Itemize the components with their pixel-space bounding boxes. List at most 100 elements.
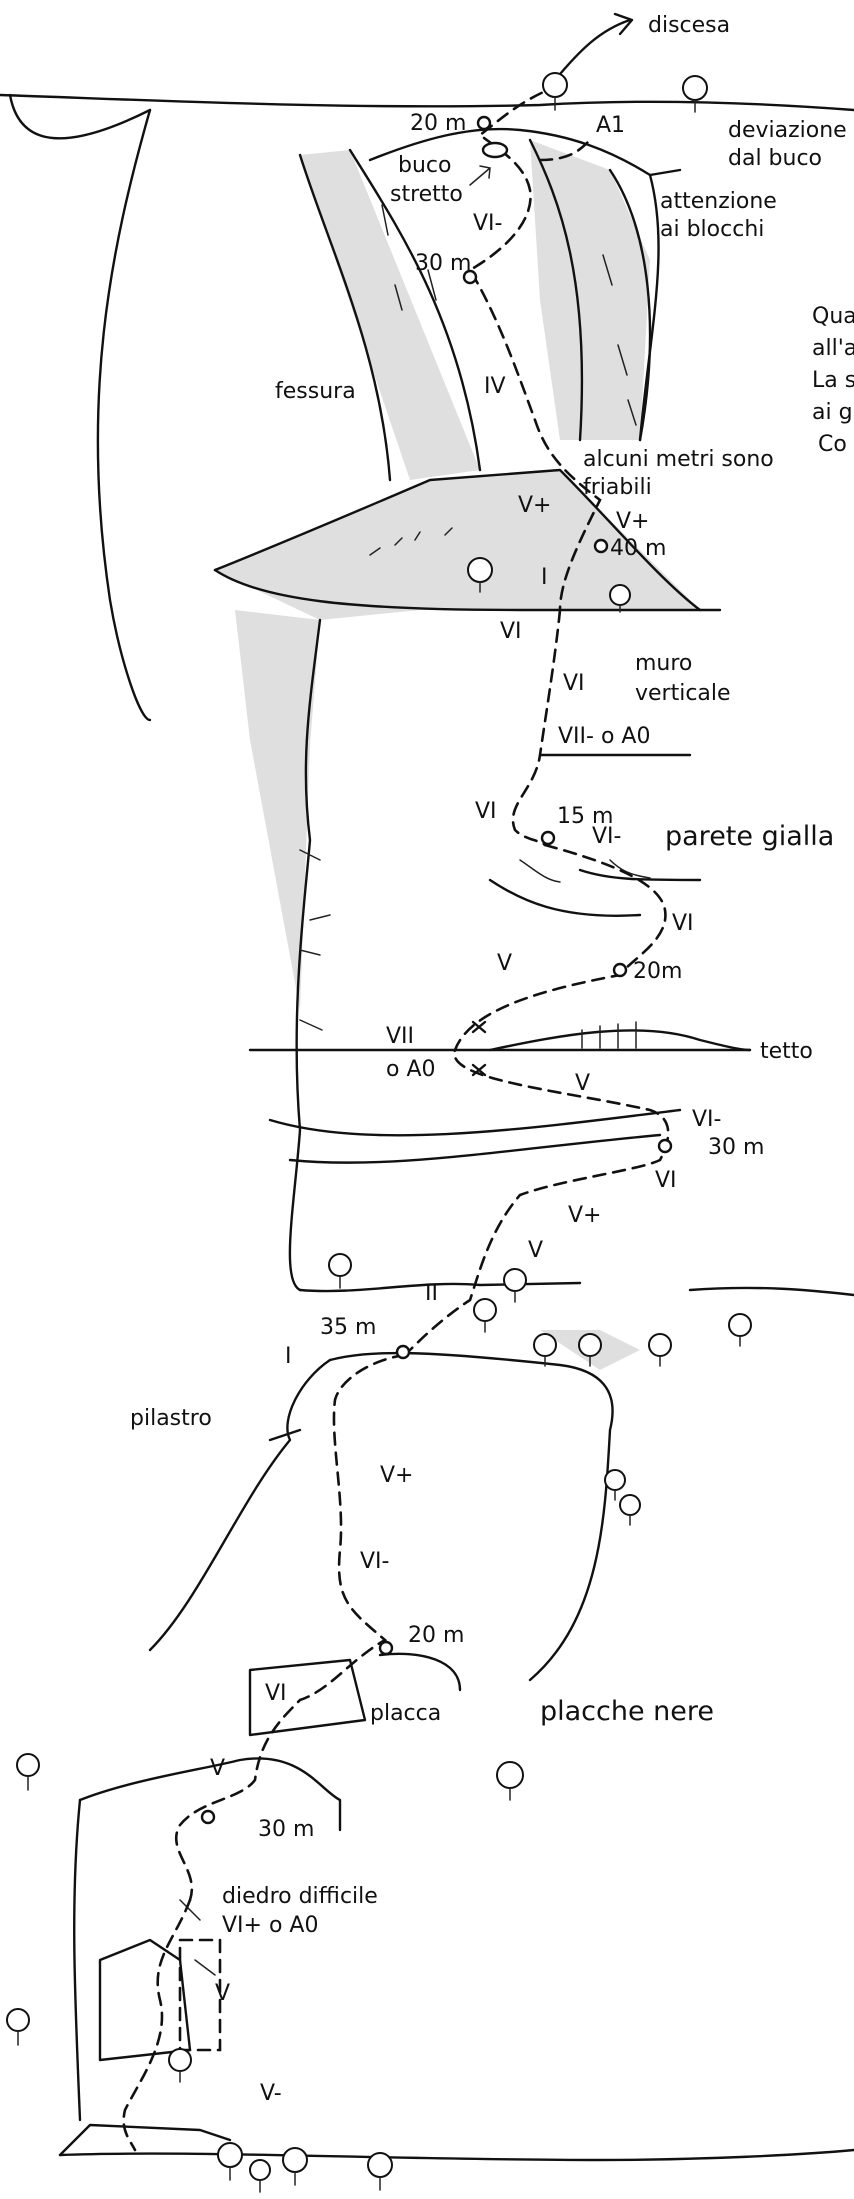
- grade-label: VI: [563, 671, 585, 696]
- belay-station: [659, 1140, 671, 1152]
- belay-station: [595, 540, 607, 552]
- label-deviazione-2: dal buco: [728, 146, 822, 171]
- upper-left-buttress: [10, 95, 150, 138]
- label-tetto: tetto: [760, 1039, 813, 1064]
- grade-label: VII- o A0: [558, 724, 650, 749]
- grade-label: V+: [616, 509, 649, 534]
- lower-left-face: [74, 1800, 80, 2120]
- grade-label: V+: [568, 1203, 601, 1228]
- label-parete-gialla: parete gialla: [665, 821, 834, 852]
- label-diedro-1: diedro difficile: [222, 1884, 378, 1909]
- grade-label: VI-: [692, 1107, 721, 1132]
- tree-icon: [474, 1299, 496, 1332]
- right-far-ledge: [690, 1288, 854, 1295]
- belay-station: [202, 1811, 214, 1823]
- label-deviazione-1: deviazione: [728, 118, 847, 143]
- label-diedro-2: VI+ o A0: [222, 1913, 318, 1938]
- label-placche-nere: placche nere: [540, 1696, 714, 1727]
- belay-label: 40 m: [610, 536, 666, 561]
- belay-station: [380, 1642, 392, 1654]
- far-left-arete: [98, 110, 150, 720]
- grade-label: II: [425, 1281, 438, 1306]
- grade-label: V: [497, 951, 512, 976]
- grade-label: V+: [518, 493, 551, 518]
- label-placca: placca: [370, 1701, 441, 1726]
- base-left: [100, 1940, 190, 2060]
- tree-icon: [605, 1470, 625, 1500]
- tree-icon: [250, 2160, 270, 2192]
- tree-icon: [218, 2143, 242, 2180]
- route-lower: [124, 1900, 190, 2150]
- cut-text-line: Co: [818, 432, 847, 457]
- label-fessura: fessura: [275, 379, 356, 404]
- descent-arrow: [555, 20, 630, 80]
- grade-label: V: [575, 1071, 590, 1096]
- belay-label: 20m: [633, 959, 682, 984]
- tree-icon: [729, 1314, 751, 1346]
- tree-icon: [534, 1334, 556, 1366]
- belay-label: 30 m: [415, 251, 471, 276]
- yellow-overhang: [490, 880, 640, 916]
- roof-rock: [490, 1030, 750, 1050]
- pillar-left: [150, 1360, 330, 1650]
- grade-label: VI: [475, 799, 497, 824]
- label-muro-1: muro: [635, 651, 692, 676]
- belay-station: [397, 1346, 409, 1358]
- mid-ledge: [300, 1283, 580, 1291]
- tree-icon: [329, 1254, 351, 1288]
- ground-line: [60, 2150, 854, 2160]
- slab-right: [380, 1654, 460, 1690]
- tree-icon: [368, 2153, 392, 2190]
- crux-mark: [473, 1022, 485, 1032]
- grade-label: V-: [260, 2081, 282, 2106]
- tree-icon: [169, 2049, 191, 2082]
- belay-station: [542, 832, 554, 844]
- grade-label: VI: [655, 1168, 677, 1193]
- label-buco-2: stretto: [390, 182, 463, 207]
- belay-label: 30 m: [258, 1817, 314, 1842]
- pillar-top: [330, 1353, 613, 1680]
- belay-label: 35 m: [320, 1315, 376, 1340]
- tree-icon: [649, 1334, 671, 1366]
- grade-label: VII: [386, 1024, 414, 1049]
- label-attenzione-1: attenzione: [660, 189, 777, 214]
- grade-label: V: [528, 1238, 543, 1263]
- tree-icon: [683, 76, 707, 112]
- grade-label: V: [210, 1756, 225, 1781]
- belay-label: 30 m: [708, 1135, 764, 1160]
- tree-icon: [504, 1269, 526, 1302]
- grade-label: o A0: [386, 1057, 436, 1082]
- tree-icon: [17, 1754, 39, 1790]
- route-diedro-box: [180, 1940, 220, 2050]
- belay-label: 20 m: [408, 1623, 464, 1648]
- grade-label: V+: [380, 1463, 413, 1488]
- belay-label: 20 m: [410, 111, 466, 136]
- label-friabili-2: friabili: [583, 475, 652, 500]
- route-yellow: [405, 845, 668, 1355]
- yellow-overhang-2: [580, 870, 700, 880]
- belay-station: [478, 117, 490, 129]
- lower-roof: [270, 1110, 680, 1135]
- grade-label: VI-: [592, 824, 621, 849]
- tree-icon: [7, 2009, 29, 2045]
- cut-text-line: ai g: [812, 400, 853, 425]
- cut-text-line: all'a: [812, 336, 854, 361]
- label-buco-1: buco: [398, 153, 451, 178]
- label-muro-2: verticale: [635, 681, 731, 706]
- tree-icon: [620, 1495, 640, 1525]
- hole-pointer-arrow: [470, 166, 490, 185]
- grade-label: VI: [265, 1681, 287, 1706]
- grade-label: IV: [484, 374, 506, 399]
- cut-text-line: Qua: [812, 304, 854, 329]
- tree-icon: [283, 2148, 307, 2185]
- grade-label: VI: [500, 619, 522, 644]
- belay-station: [614, 964, 626, 976]
- grade-label: I: [541, 565, 548, 590]
- cut-text-line: La s: [812, 368, 854, 393]
- grade-label: VI-: [473, 211, 502, 236]
- grade-label: VI-: [360, 1549, 389, 1574]
- base-step: [60, 2125, 230, 2155]
- pillar-small-step: [270, 1430, 300, 1440]
- label-attenzione-2: ai blocchi: [660, 217, 764, 242]
